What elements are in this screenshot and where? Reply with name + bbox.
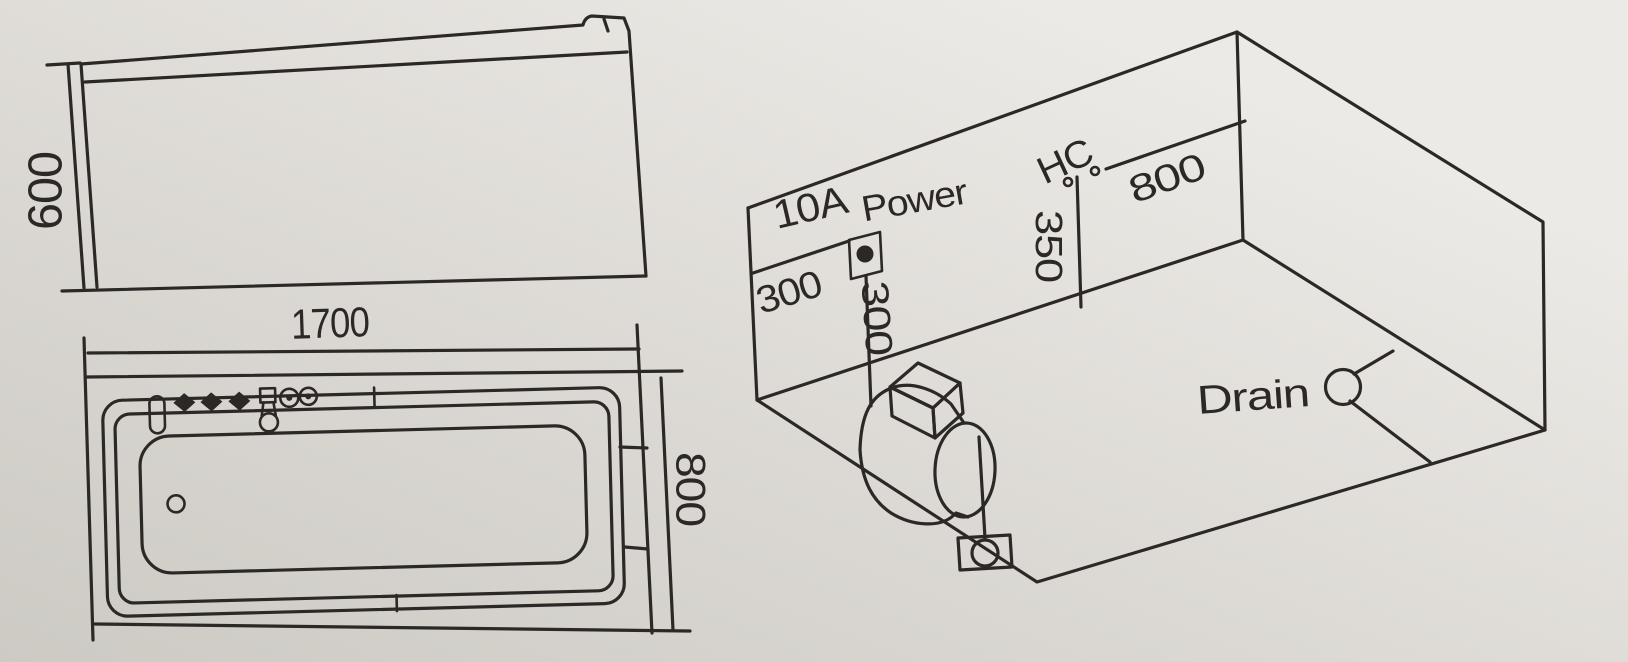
faucet-body — [258, 386, 277, 404]
plan-width-dim-line — [659, 376, 675, 632]
jet-knob-1 — [173, 393, 196, 413]
plan-width-label: 800 — [668, 452, 715, 526]
side-left-edge-inner — [79, 62, 99, 289]
socket-offset-h-line — [751, 239, 851, 275]
control-knob-2 — [298, 386, 319, 407]
plan-drain-hole — [166, 494, 186, 514]
drain-label: Drain — [1196, 371, 1311, 423]
pump-motor-box-side — [931, 381, 965, 440]
plan-right-seam-lower — [623, 545, 650, 551]
supply-offset-label: 800 — [1123, 146, 1211, 212]
pump-outlet-port — [970, 538, 1000, 568]
control-knob-2-dot — [305, 393, 312, 400]
control-knob-1 — [279, 387, 300, 409]
drain-connection-line — [1348, 399, 1432, 464]
faucet-spout — [258, 412, 280, 433]
plan-length-dim-line — [86, 347, 641, 355]
plan-right-seam-upper — [618, 445, 649, 450]
iso-left-wall-edge — [746, 206, 759, 402]
side-outline-top-right — [79, 14, 648, 278]
side-top-extension-tick — [45, 61, 82, 67]
handle-fixture — [148, 394, 167, 435]
plan-rim-outer — [101, 386, 626, 618]
plan-outer-right-edge — [635, 323, 654, 635]
pump-outlet-line — [977, 435, 987, 540]
cold-supply-point — [1089, 165, 1101, 177]
water-supply-label: HC — [1031, 131, 1100, 193]
pump-body-bottom — [858, 448, 970, 526]
iso-right-wall-top-and-edge — [1235, 30, 1547, 432]
power-socket-plate — [847, 230, 884, 281]
pump-end-face — [933, 421, 997, 519]
drain-handle-line — [1352, 349, 1395, 376]
plan-basin — [138, 424, 589, 575]
side-left-edge-outer — [66, 62, 86, 290]
jet-knob-3 — [228, 391, 251, 411]
side-height-label: 600 — [20, 152, 73, 230]
installation-view: 10A Power 300 300 HC 350 800 Drain — [746, 30, 1547, 584]
plan-outer-left-edge — [82, 336, 95, 642]
supply-offset-line — [1104, 119, 1247, 171]
drain-port — [1323, 367, 1363, 407]
side-view: 600 — [20, 14, 648, 293]
socket-offset-v-line — [864, 274, 873, 408]
socket-offset-h-label: 300 — [751, 263, 826, 322]
pump-outlet-box — [956, 533, 1014, 572]
control-knob-1-dot — [286, 394, 293, 401]
side-bottom-edge — [60, 274, 648, 293]
plan-top-seam — [372, 386, 376, 409]
plan-outer-top-edge — [84, 369, 684, 379]
plan-length-label: 1700 — [290, 298, 370, 348]
breaker-rating-label: 10A — [769, 178, 852, 238]
supply-height-label: 350 — [1027, 210, 1069, 282]
plan-outer-bottom-edge — [93, 622, 692, 633]
side-rim-line — [83, 50, 629, 84]
plan-rim-group — [101, 386, 626, 618]
side-notch-divider — [602, 17, 610, 33]
plan-rim-inner — [113, 400, 615, 605]
power-socket-outlet — [856, 245, 874, 263]
hot-supply-point — [1062, 176, 1074, 188]
socket-offset-v-label: 300 — [852, 280, 899, 357]
faucet-stem — [260, 400, 278, 417]
power-label: Power — [858, 170, 971, 229]
supply-height-line — [1075, 175, 1083, 309]
jet-knob-2 — [200, 392, 223, 412]
pump-motor-box-front — [888, 385, 937, 440]
plan-view: 1700 800 — [82, 298, 715, 642]
